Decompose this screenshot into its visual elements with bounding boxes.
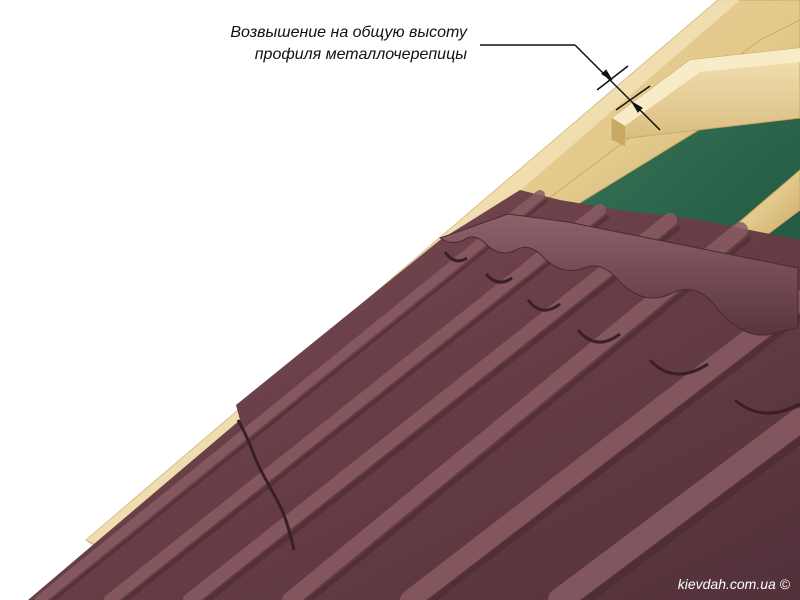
annotation-label-line2: профиля металлочерепицы	[254, 46, 467, 63]
dimension-tick-top	[596, 65, 629, 91]
annotation-leader	[480, 44, 661, 131]
batten	[611, 47, 800, 146]
metal-tile-sheet	[28, 190, 800, 600]
sheet-ridges	[35, 190, 800, 600]
dimension-arrow-icon	[601, 69, 613, 81]
dimension-tick-bottom	[615, 85, 651, 111]
annotation-label-line1: Возвышение на общую высоту	[230, 24, 467, 41]
dimension-arrow-icon	[631, 101, 643, 113]
sheet-step-waves	[438, 213, 800, 415]
watermark: kievdah.com.ua ©	[677, 576, 790, 592]
sheet-left-steps	[236, 419, 296, 551]
